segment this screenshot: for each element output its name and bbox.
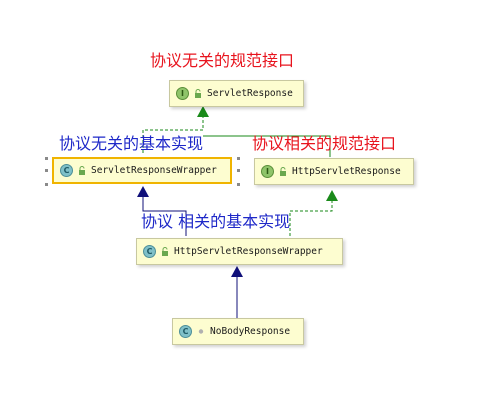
- caption-protocol-independent-interface: 协议无关的规范接口: [150, 51, 295, 70]
- package-private-dot-icon: [197, 327, 205, 336]
- node-label: HttpServletResponseWrapper: [174, 246, 323, 257]
- interface-icon: I: [261, 165, 274, 178]
- selection-handle[interactable]: [45, 157, 48, 160]
- arrowhead-wrapper: [137, 186, 149, 197]
- public-lock-icon: [279, 167, 287, 176]
- edge-httpservletresponse-extends-servletresponse: [203, 135, 331, 157]
- public-lock-icon: [78, 166, 86, 175]
- arrowhead-servletresponse-left: [197, 106, 209, 117]
- edge-httpwrapper-extends-wrapper: [142, 196, 187, 236]
- node-no-body-response[interactable]: C NoBodyResponse: [172, 318, 304, 345]
- selection-handle[interactable]: [237, 169, 240, 172]
- public-lock-icon: [194, 89, 202, 98]
- node-label: HttpServletResponse: [292, 166, 401, 177]
- node-http-servlet-response-wrapper[interactable]: C HttpServletResponseWrapper: [136, 238, 343, 265]
- node-label: ServletResponseWrapper: [91, 165, 217, 176]
- caption-protocol-dependent-impl: 协议 相关的基本实现: [141, 212, 291, 231]
- class-icon: C: [60, 164, 73, 177]
- node-label: ServletResponse: [207, 88, 293, 99]
- class-icon: C: [143, 245, 156, 258]
- node-servlet-response[interactable]: I ServletResponse: [169, 80, 304, 107]
- node-label: NoBodyResponse: [210, 326, 291, 337]
- selection-handle[interactable]: [45, 169, 48, 172]
- node-servlet-response-wrapper[interactable]: C ServletResponseWrapper: [52, 157, 232, 184]
- edge-wrapper-implements-servletresponse: [142, 116, 204, 153]
- selection-handle[interactable]: [237, 183, 240, 186]
- arrowhead-httpwrapper: [231, 266, 243, 277]
- public-lock-icon: [161, 247, 169, 256]
- arrowhead-httpservletresponse: [326, 190, 338, 201]
- class-icon: C: [179, 325, 192, 338]
- node-http-servlet-response[interactable]: I HttpServletResponse: [254, 158, 414, 185]
- selection-handle[interactable]: [45, 183, 48, 186]
- caption-protocol-dependent-interface: 协议相关的规范接口: [252, 134, 397, 153]
- edge-httpwrapper-implements-httpservletresponse: [289, 200, 333, 236]
- selection-handle[interactable]: [237, 157, 240, 160]
- interface-icon: I: [176, 87, 189, 100]
- caption-protocol-independent-impl: 协议无关的基本实现: [59, 134, 204, 153]
